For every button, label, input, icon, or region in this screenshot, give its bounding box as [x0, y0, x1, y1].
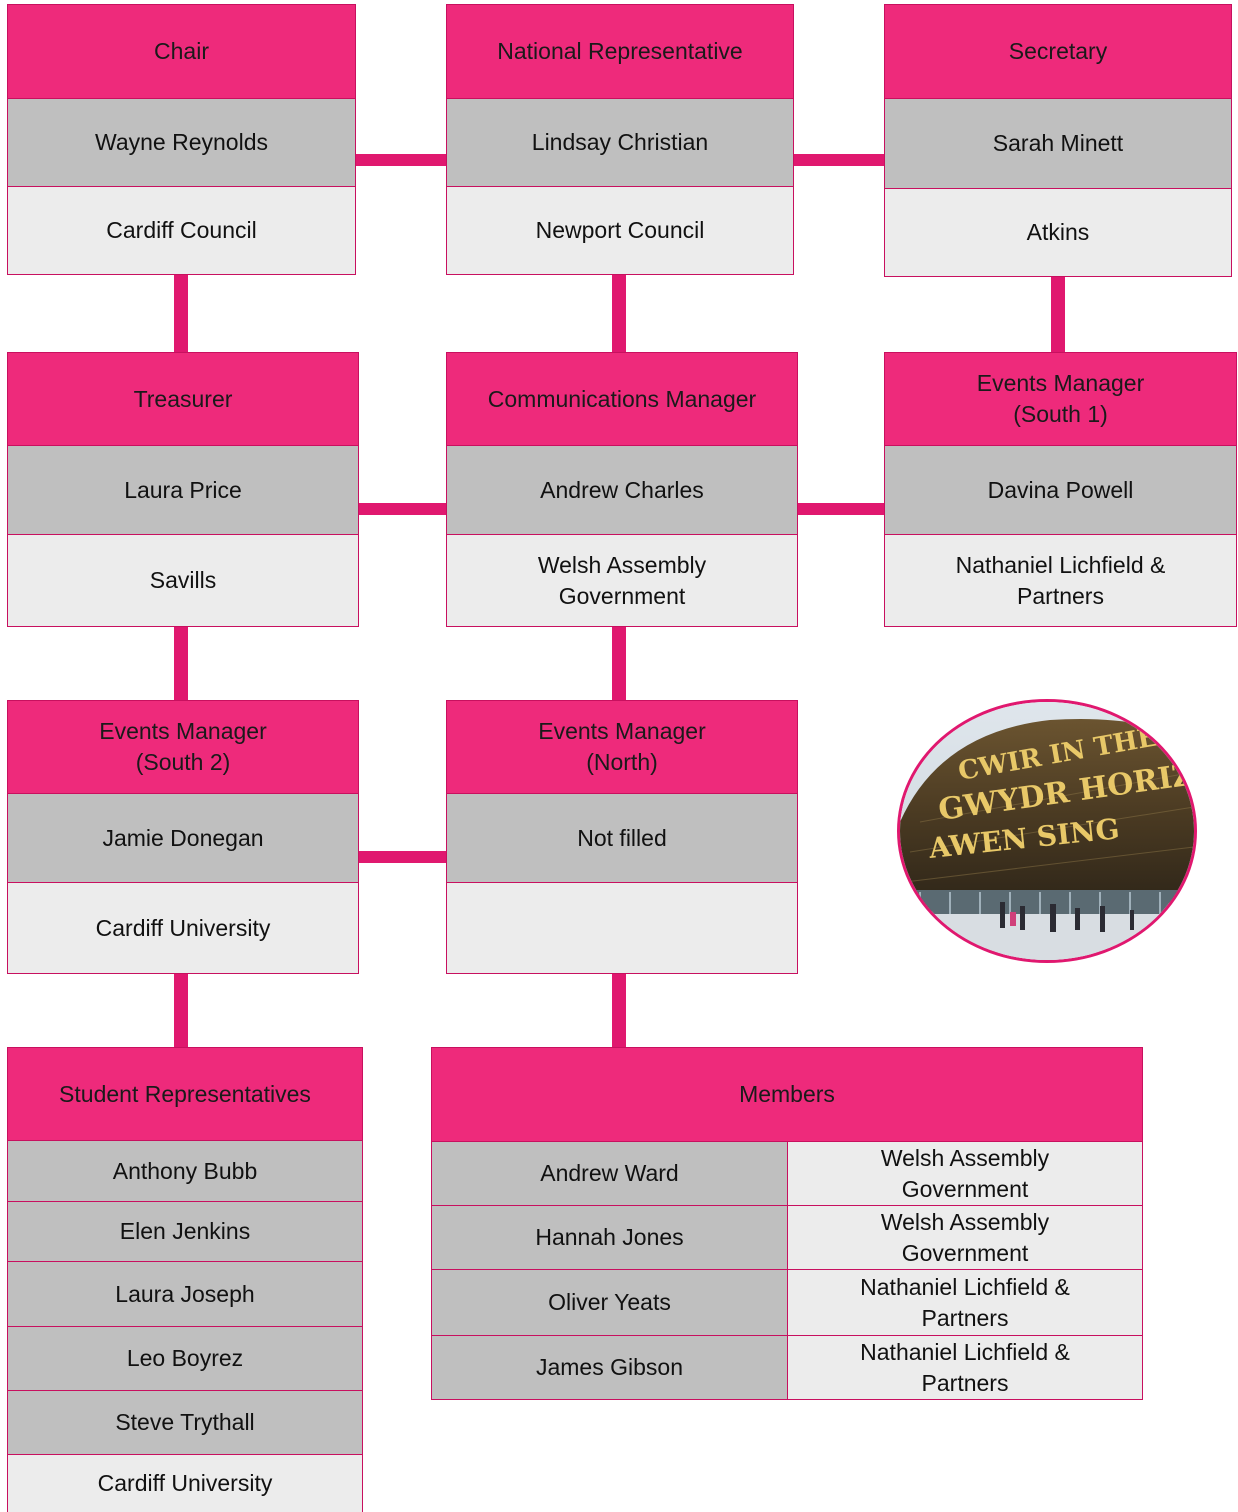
connector: [612, 972, 626, 1048]
national-representative-card: National Representative Lindsay Christia…: [446, 4, 794, 275]
communications-manager-card: Communications Manager Andrew Charles We…: [446, 352, 798, 627]
member-name: Oliver Yeats: [432, 1269, 787, 1335]
connector: [358, 503, 447, 515]
member-name: Not filled: [447, 793, 797, 882]
role-label: Chair: [8, 5, 355, 98]
role-label: Events Manager (South 1): [885, 353, 1236, 445]
connector: [174, 972, 188, 1048]
role-label: Members: [432, 1048, 1142, 1141]
organisation: Cardiff University: [8, 1454, 362, 1512]
role-label: Treasurer: [8, 353, 358, 445]
organisation: Cardiff University: [8, 882, 358, 973]
connector: [612, 273, 626, 353]
connector: [612, 625, 626, 701]
member-name: Lindsay Christian: [447, 98, 793, 186]
organisation: Welsh Assembly Government: [787, 1141, 1142, 1205]
organisation: Welsh Assembly Government: [787, 1205, 1142, 1269]
student-name: Laura Joseph: [8, 1261, 362, 1326]
secretary-card: Secretary Sarah Minett Atkins: [884, 4, 1232, 277]
connector: [793, 154, 885, 166]
role-label: Student Representatives: [8, 1048, 362, 1140]
organisation: [447, 882, 797, 973]
organisation: Cardiff Council: [8, 186, 355, 274]
connector: [1051, 276, 1065, 353]
member-name: Laura Price: [8, 445, 358, 534]
member-name: Jamie Donegan: [8, 793, 358, 882]
organisation: Nathaniel Lichfield & Partners: [787, 1269, 1142, 1335]
connector: [355, 154, 447, 166]
role-label: Communications Manager: [447, 353, 797, 445]
role-label: National Representative: [447, 5, 793, 98]
student-name: Steve Trythall: [8, 1390, 362, 1454]
student-name: Leo Boyrez: [8, 1326, 362, 1390]
member-name: Hannah Jones: [432, 1205, 787, 1269]
student-name: Anthony Bubb: [8, 1140, 362, 1201]
member-name: Sarah Minett: [885, 98, 1231, 188]
organisation: Savills: [8, 534, 358, 626]
member-name: Andrew Charles: [447, 445, 797, 534]
role-label: Secretary: [885, 5, 1231, 98]
treasurer-card: Treasurer Laura Price Savills: [7, 352, 359, 627]
role-label: Events Manager (North): [447, 701, 797, 793]
connector: [174, 625, 188, 701]
wales-millennium-centre-photo: CWIR IN THESE STONE GWYDR HORIZONS AWEN …: [897, 699, 1197, 963]
member-name: Davina Powell: [885, 445, 1236, 534]
members-card: Members Andrew Ward Welsh Assembly Gover…: [431, 1047, 1143, 1400]
organisation: Nathaniel Lichfield & Partners: [885, 534, 1236, 626]
organisation: Newport Council: [447, 186, 793, 274]
organisation: Nathaniel Lichfield & Partners: [787, 1335, 1142, 1399]
connector: [797, 503, 885, 515]
building-photo-icon: CWIR IN THESE STONE GWYDR HORIZONS AWEN …: [900, 702, 1194, 960]
chair-card: Chair Wayne Reynolds Cardiff Council: [7, 4, 356, 275]
role-label: Events Manager (South 2): [8, 701, 358, 793]
events-manager-north-card: Events Manager (North) Not filled: [446, 700, 798, 974]
events-manager-south-1-card: Events Manager (South 1) Davina Powell N…: [884, 352, 1237, 627]
events-manager-south-2-card: Events Manager (South 2) Jamie Donegan C…: [7, 700, 359, 974]
student-representatives-card: Student Representatives Anthony Bubb Ele…: [7, 1047, 363, 1512]
connector: [358, 851, 447, 863]
member-name: Andrew Ward: [432, 1141, 787, 1205]
organisation: Welsh Assembly Government: [447, 534, 797, 626]
connector: [174, 273, 188, 353]
student-name: Elen Jenkins: [8, 1201, 362, 1261]
organisation: Atkins: [885, 188, 1231, 276]
member-name: Wayne Reynolds: [8, 98, 355, 186]
member-name: James Gibson: [432, 1335, 787, 1399]
